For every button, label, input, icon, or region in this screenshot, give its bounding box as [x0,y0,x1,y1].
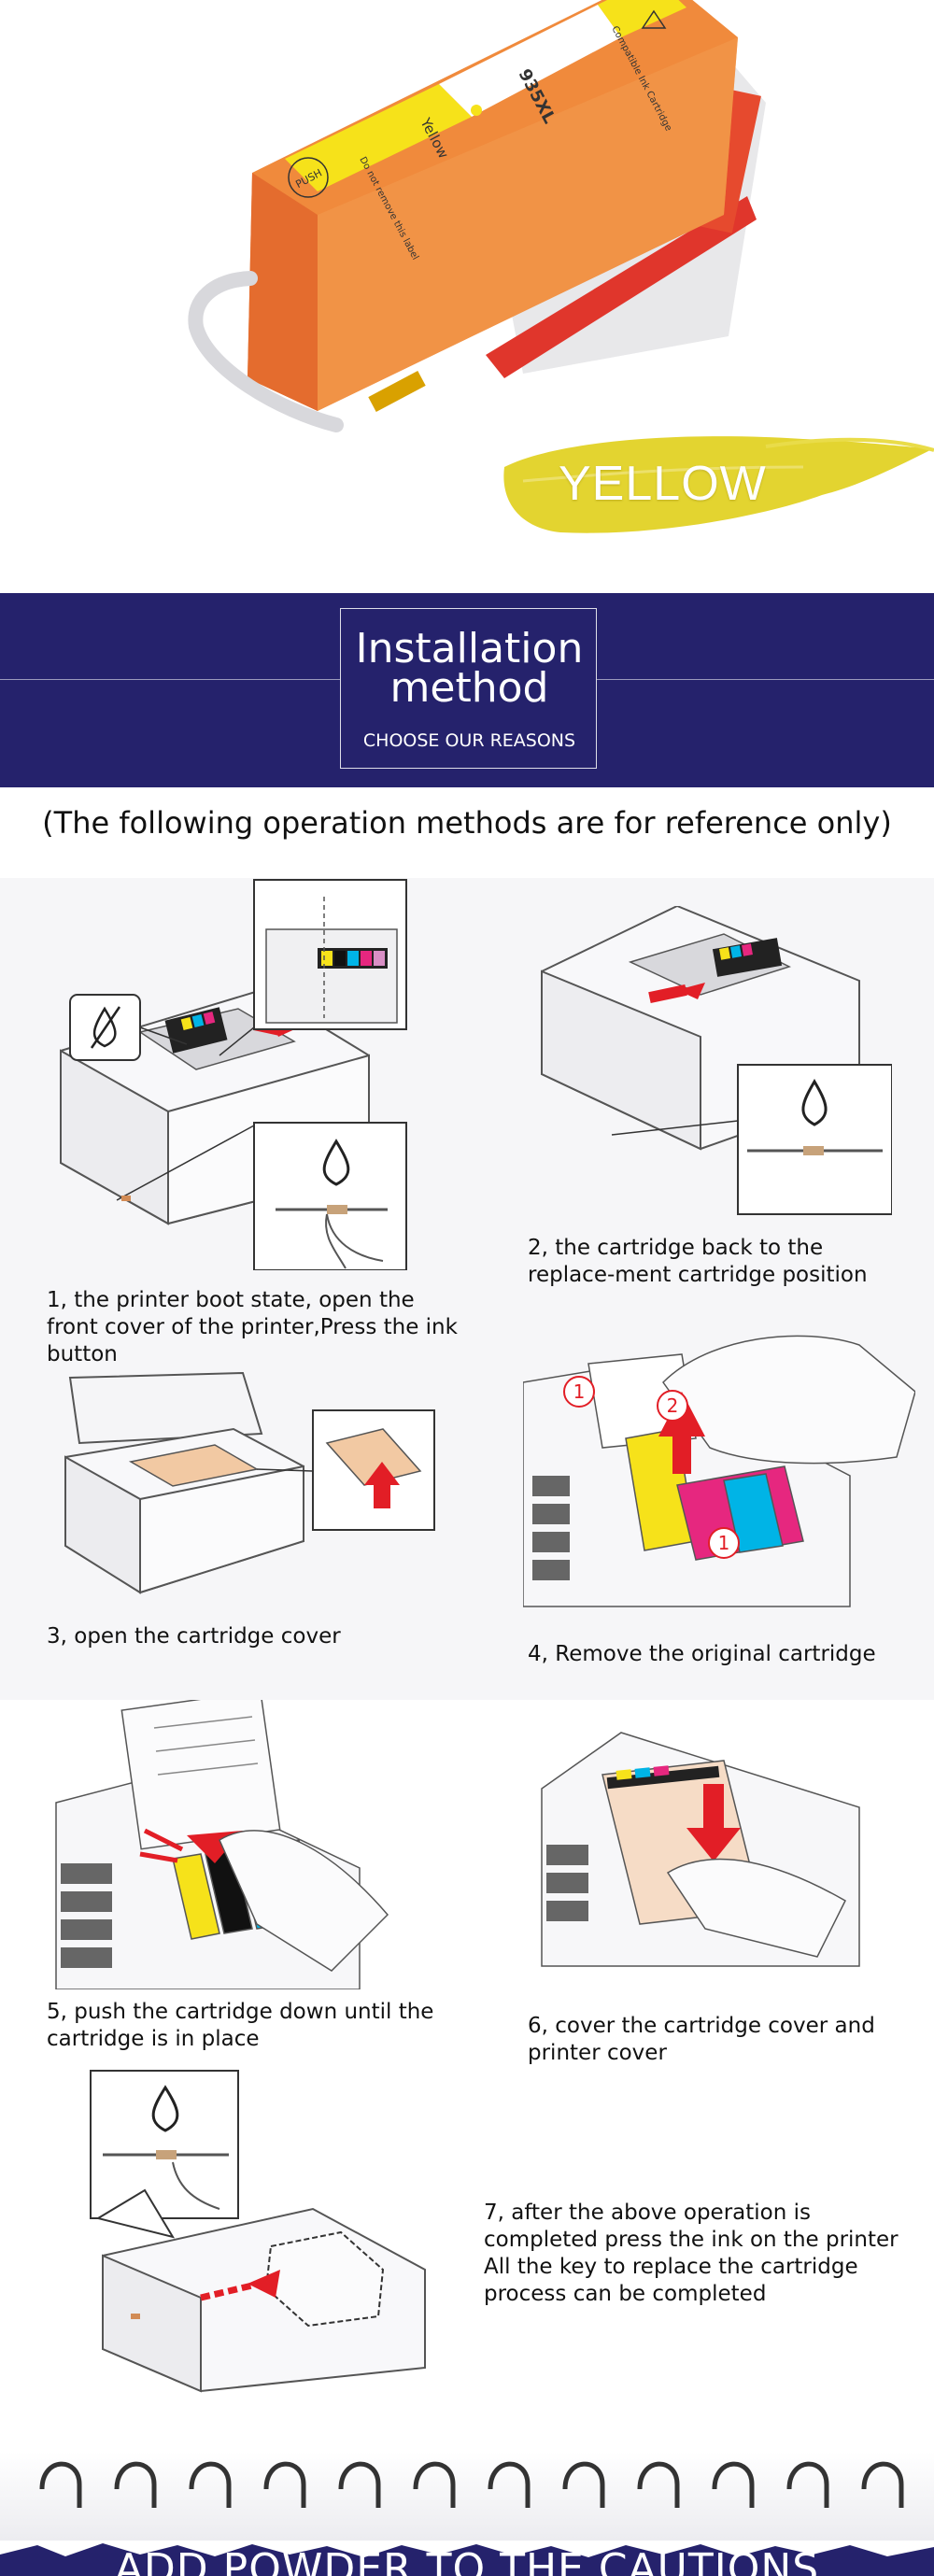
cautions-footer: ADD POWDER TO THE CAUTIONS [0,2414,934,2576]
push-circle-icon [288,157,329,198]
step-2-illustration [537,906,892,1224]
step-marker-label: 2 [667,1394,679,1417]
step-4-illustration: 1 2 1 [523,1326,915,1625]
binder-rings [39,2461,904,2508]
banner-subtitle: CHOOSE OUR REASONS [362,730,576,751]
banner-title-box: Installation method CHOOSE OUR REASONS [340,608,597,769]
step-marker-2 [657,1390,688,1422]
step-1-caption: 1, the printer boot state, open the fron… [47,1288,458,1366]
step-2-caption: 2, the cartridge back to the replace-men… [528,1236,868,1287]
banner-title-line1: Installation [355,625,584,672]
banner-title: Installation method [341,625,598,712]
arrow-right-icon [248,2270,280,2298]
step-marker-label: 1 [573,1380,586,1403]
step-6-illustration [537,1714,901,1994]
arrow-down-icon [703,1784,724,1831]
step-3-caption: 3, open the cartridge cover [47,1624,341,1649]
color-name: YELLOW [559,457,767,511]
product-hero: PUSH Do not remove this label Yellow 935… [0,0,934,593]
step-4-caption: 4, Remove the original cartridge [528,1642,876,1666]
cartridge-illustration: PUSH Do not remove this label Yellow 935… [188,0,934,533]
ink-drop-button-icon [90,2070,239,2219]
brush-stroke [503,436,934,533]
step-5-caption: 5, push the cartridge down until the car… [47,2000,434,2051]
arrow-right-icon [677,983,705,999]
warning-triangle-icon [641,9,667,29]
step-3-illustration [56,1368,448,1602]
step-7-illustration [89,2069,444,2396]
installation-banner: Installation method CHOOSE OUR REASONS [0,593,934,787]
step-marker-label: 1 [718,1532,730,1554]
step-marker-3 [708,1527,740,1559]
reference-note: (The following operation methods are for… [42,805,892,841]
step-6-caption: 6, cover the cartridge cover and printer… [528,2014,875,2065]
ink-drop-button-icon [737,1064,892,1215]
step-7-caption: 7, after the above operation is complete… [484,2201,899,2306]
step-5-illustration [51,1700,406,1989]
banner-title-line2: method [389,664,549,712]
arrow-up-icon [374,1482,390,1508]
step-1-illustration [47,878,467,1270]
step-marker-1 [563,1376,595,1408]
cautions-title: ADD POWDER TO THE CAUTIONS [114,2545,820,2576]
ink-drop-button-icon [253,1122,407,1270]
